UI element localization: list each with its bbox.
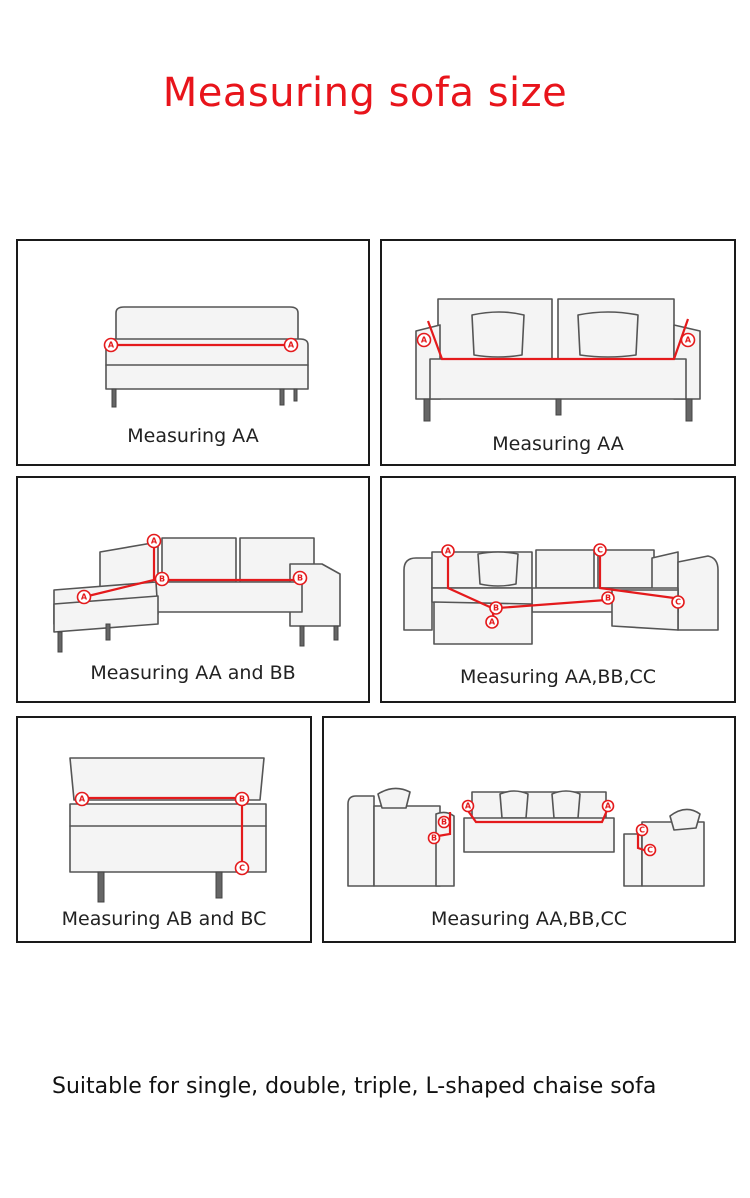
panel-u-shaped-sofa: A A B B C C Measuring AA,BB,CC bbox=[380, 476, 736, 703]
svg-text:B: B bbox=[431, 834, 437, 843]
marker-b-right: B bbox=[292, 570, 308, 586]
panel-sofa-with-pillows: A A Measuring AA bbox=[380, 239, 736, 466]
svg-text:A: A bbox=[685, 336, 692, 345]
marker-a-right: A bbox=[283, 337, 299, 353]
marker-b-top: B bbox=[437, 815, 451, 829]
svg-text:A: A bbox=[81, 593, 88, 602]
panel-l-shaped-sofa: A A B B Measuring AA and BB bbox=[16, 476, 370, 703]
marker-b-left: B bbox=[489, 601, 503, 615]
marker-b-bottom: B bbox=[427, 831, 441, 845]
marker-a-left: A bbox=[103, 337, 119, 353]
sofa-illustration-4: A A B B C C bbox=[403, 543, 719, 645]
marker-a-left: A bbox=[461, 799, 475, 813]
ottoman-illustration: A B C bbox=[69, 757, 267, 903]
marker-a-bottom: A bbox=[485, 615, 499, 629]
page-title: Measuring sofa size bbox=[162, 70, 568, 116]
marker-c-top: C bbox=[593, 543, 607, 557]
sofa-illustration-1: A A bbox=[103, 306, 309, 408]
marker-a: A bbox=[74, 791, 90, 807]
svg-text:B: B bbox=[493, 604, 499, 613]
marker-c: C bbox=[234, 860, 250, 876]
svg-text:A: A bbox=[465, 802, 472, 811]
svg-text:B: B bbox=[297, 574, 303, 583]
marker-c-top: C bbox=[635, 823, 649, 837]
marker-a-right: A bbox=[601, 799, 615, 813]
svg-text:C: C bbox=[647, 846, 653, 855]
svg-text:C: C bbox=[675, 598, 681, 607]
panel-caption: Measuring AB and BC bbox=[61, 908, 267, 930]
svg-text:C: C bbox=[597, 546, 603, 555]
marker-b: B bbox=[234, 791, 250, 807]
panel-caption: Measuring AA bbox=[492, 433, 624, 455]
marker-a-top: A bbox=[441, 544, 455, 558]
svg-text:A: A bbox=[421, 336, 428, 345]
panel-caption: Measuring AA,BB,CC bbox=[430, 908, 628, 930]
marker-b-left: B bbox=[154, 571, 170, 587]
panel-sofa-set: B B A A C C Measuring AA,BB,CC bbox=[322, 716, 736, 943]
panel-caption: Measuring AA,BB,CC bbox=[459, 666, 657, 688]
marker-a-left: A bbox=[416, 332, 432, 348]
sofa-illustration-2: A A bbox=[415, 298, 701, 422]
sofa-illustration-3: A A B B bbox=[53, 533, 341, 653]
marker-c-bottom: C bbox=[671, 595, 685, 609]
svg-text:A: A bbox=[79, 795, 86, 804]
svg-text:A: A bbox=[151, 537, 158, 546]
svg-text:A: A bbox=[108, 341, 115, 350]
panel-caption: Measuring AA bbox=[127, 425, 259, 447]
svg-text:B: B bbox=[605, 594, 611, 603]
svg-text:A: A bbox=[605, 802, 612, 811]
svg-text:B: B bbox=[239, 795, 245, 804]
marker-a-top: A bbox=[146, 533, 162, 549]
panel-ottoman: A B C Measuring AB and BC bbox=[16, 716, 312, 943]
svg-text:A: A bbox=[445, 547, 452, 556]
svg-text:B: B bbox=[159, 575, 165, 584]
marker-a-right: A bbox=[680, 332, 696, 348]
marker-c-bottom: C bbox=[643, 843, 657, 857]
svg-text:B: B bbox=[441, 818, 447, 827]
footer-note: Suitable for single, double, triple, L-s… bbox=[52, 1074, 657, 1099]
svg-text:A: A bbox=[288, 341, 295, 350]
panel-caption: Measuring AA and BB bbox=[90, 662, 296, 684]
svg-text:C: C bbox=[639, 826, 645, 835]
svg-text:A: A bbox=[489, 618, 496, 627]
sofa-set-illustration: B B A A C C bbox=[347, 787, 705, 887]
svg-text:C: C bbox=[239, 864, 245, 873]
marker-a-bottom: A bbox=[76, 589, 92, 605]
panel-straight-sofa: A A Measuring AA bbox=[16, 239, 370, 466]
marker-b-right: B bbox=[601, 591, 615, 605]
